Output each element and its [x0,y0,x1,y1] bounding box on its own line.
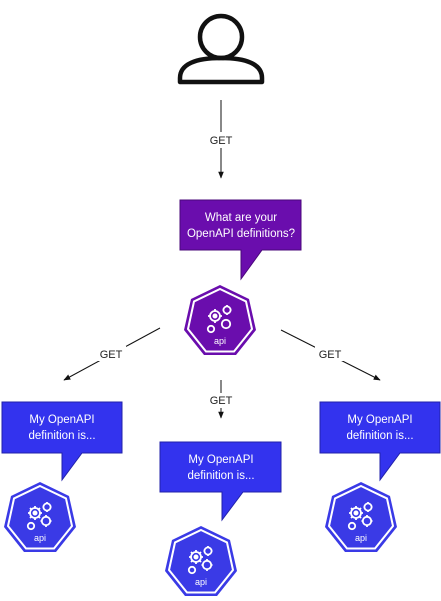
service-left-bubble: My OpenAPI definition is... [1,401,123,482]
user-icon [177,13,265,85]
api-badge-label: api [34,533,46,543]
service-center-line2: definition is... [187,470,254,482]
api-badge-label: api [195,577,207,587]
edge-hub-to-center: GET [206,380,236,419]
kubernetes-api-icon: api [164,525,238,597]
edge-label-get: GET [210,395,233,407]
hub-api-node: api [184,285,256,355]
hub-question-line2: OpenAPI definitions? [187,228,295,240]
hub-question-bubble: What are your OpenAPI definitions? [179,199,302,281]
edge-hub-to-left: GET [63,327,161,381]
service-right-bubble: My OpenAPI definition is... [319,401,441,482]
api-badge-label: api [214,336,226,346]
edge-label-get: GET [100,349,123,361]
service-left-line2: definition is... [28,430,95,442]
api-badge-label: api [355,533,367,543]
service-center-bubble: My OpenAPI definition is... [159,441,282,522]
kubernetes-api-icon: api [184,285,256,355]
edge-label-get: GET [319,349,342,361]
service-left-line1: My OpenAPI [29,414,94,426]
kubernetes-api-icon: api [324,481,398,553]
edge-label-get: GET [210,135,233,147]
service-right-line1: My OpenAPI [347,414,412,426]
edge-user-to-hub: GET [205,100,237,179]
service-right-line2: definition is... [346,430,413,442]
edge-hub-to-right: GET [280,329,381,381]
service-center-line1: My OpenAPI [188,454,253,466]
hub-question-line1: What are your [205,212,277,224]
kubernetes-api-icon: api [3,481,77,553]
